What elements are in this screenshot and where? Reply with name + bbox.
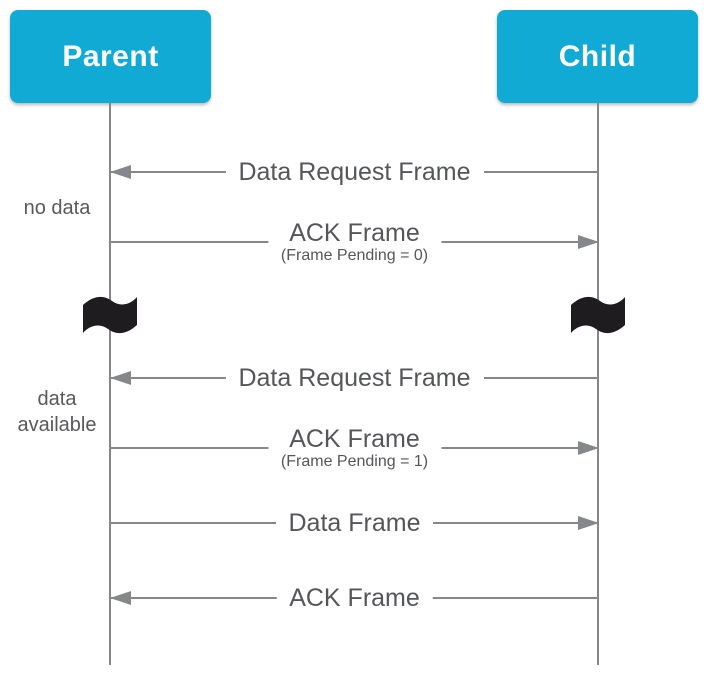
message-label: Data Request Frame	[238, 364, 471, 392]
message-label: ACK Frame	[289, 425, 420, 453]
arrowhead-right-icon	[578, 235, 599, 249]
side-note-no-data: no data	[23, 197, 91, 219]
message-data-request-frame-1: Data Request Frame	[110, 158, 599, 186]
arrowhead-right-icon	[578, 441, 599, 455]
side-note-data-available: data available	[17, 388, 97, 436]
actor-label-child: Child	[558, 39, 637, 73]
message-label: ACK Frame	[289, 584, 420, 612]
message-label: Data Frame	[288, 509, 421, 537]
message-ack-frame-final: ACK Frame	[110, 584, 599, 612]
actor-box-child: Child	[497, 10, 698, 103]
arrowhead-left-icon	[110, 165, 131, 179]
message-sublabel: (Frame Pending = 0)	[280, 247, 429, 264]
lifeline-child	[597, 103, 599, 665]
arrowhead-left-icon	[110, 371, 131, 385]
message-data-request-frame-2: Data Request Frame	[110, 364, 599, 392]
flag-icon	[568, 292, 628, 338]
actor-label-parent: Parent	[62, 39, 159, 73]
arrowhead-left-icon	[110, 591, 131, 605]
message-ack-frame-pending-1: ACK Frame (Frame Pending = 1)	[110, 425, 599, 471]
flag-icon	[80, 292, 140, 338]
message-data-frame: Data Frame	[110, 509, 599, 537]
message-label: ACK Frame	[289, 219, 420, 247]
actor-box-parent: Parent	[10, 10, 211, 103]
arrowhead-right-icon	[578, 516, 599, 530]
message-sublabel: (Frame Pending = 1)	[280, 453, 429, 470]
message-label: Data Request Frame	[238, 158, 471, 186]
message-ack-frame-pending-0: ACK Frame (Frame Pending = 0)	[110, 219, 599, 265]
